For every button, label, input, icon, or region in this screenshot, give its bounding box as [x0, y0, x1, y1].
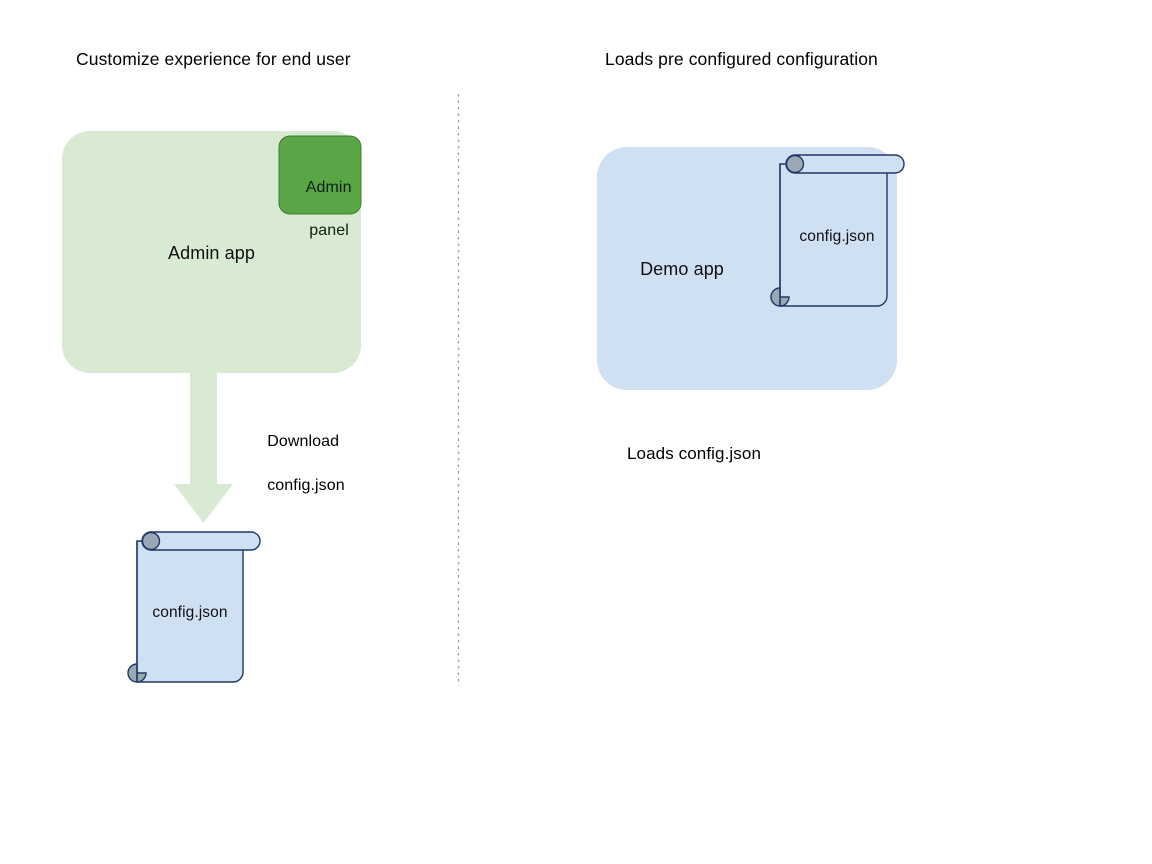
download-arrow-label-line1: Download [267, 433, 340, 451]
right-document-label: config.json [799, 228, 875, 245]
right-document-top-curl [785, 154, 805, 174]
admin-panel-label-line1: Admin [305, 178, 352, 196]
admin-panel-box[interactable] [278, 135, 362, 215]
right-config-document[interactable] [770, 154, 905, 307]
download-arrow [174, 370, 233, 523]
admin-panel-label-line2: panel [309, 221, 349, 239]
left-config-document[interactable] [127, 531, 261, 683]
download-arrow-label: Download config.json [249, 409, 345, 519]
download-arrow-label-line2: config.json [267, 477, 345, 495]
left-document-body [136, 540, 244, 683]
right-column-heading: Loads pre configured configuration [605, 49, 878, 69]
admin-panel-label: Admin panel [279, 155, 361, 263]
demo-app-box[interactable] [597, 147, 897, 390]
left-column-heading: Customize experience for end user [76, 49, 351, 69]
left-document-top-curl [141, 531, 161, 551]
right-document-body [779, 163, 888, 307]
demo-app-label: Demo app [640, 259, 724, 279]
admin-app-label: Admin app [168, 243, 255, 263]
loads-config-caption: Loads config.json [627, 444, 762, 463]
left-document-label: config.json [152, 604, 228, 621]
